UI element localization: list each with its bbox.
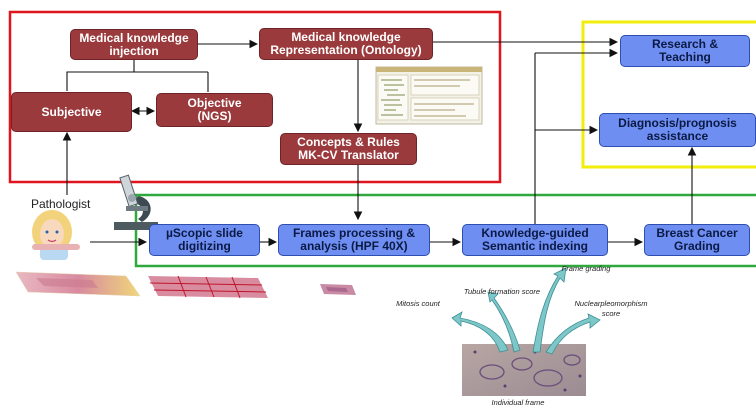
score-arrows (451, 267, 601, 355)
slide-thumbnail (15, 271, 141, 297)
ontology-screenshot (375, 66, 483, 125)
slide-digitizing-box: µScopic slide digitizing (149, 224, 260, 256)
individual-frame-label: Individual frame (491, 398, 545, 407)
diagnosis-prognosis-box: Diagnosis/prognosis assistance (599, 113, 756, 147)
mitosis-count-label: Mitosis count (396, 299, 440, 308)
connectors (62, 37, 697, 247)
medical-knowledge-representation-box: Medical knowledge Representation (Ontolo… (259, 28, 433, 60)
injection-branch (66, 60, 135, 91)
output-region (581, 20, 756, 169)
ontology-region (8, 10, 502, 184)
subjective-box: Subjective (11, 92, 132, 132)
breast-cancer-grading-box: Breast Cancer Grading (644, 224, 750, 256)
grading-arrow-icon (532, 267, 567, 353)
microscope-icon (114, 174, 158, 230)
objective-box: Objective (NGS) (156, 93, 273, 127)
pathologist-label: Pathologist (31, 197, 91, 211)
tubule-arrow-icon (487, 291, 521, 353)
frame-grading-label: Frame grading (561, 264, 611, 273)
frame-thumbnail (320, 284, 356, 295)
processing-region (134, 193, 756, 268)
nuclear-arrow-icon (545, 313, 601, 355)
pathologist-avatar (32, 210, 80, 260)
nuclear-pleomorphism-label: Nuclearpleomorphism score (574, 299, 648, 318)
histology-frame (462, 344, 586, 396)
medical-knowledge-injection-box: Medical knowledge injection (70, 29, 198, 60)
slide-grid-thumbnail (148, 275, 268, 299)
frames-processing-box: Frames processing & analysis (HPF 40X) (278, 224, 430, 256)
mitosis-arrow-icon (451, 311, 509, 353)
tubule-formation-label: Tubule formation score (463, 287, 541, 296)
research-teaching-box: Research & Teaching (620, 35, 750, 67)
concepts-rules-box: Concepts & Rules MK-CV Translator (280, 133, 417, 165)
semantic-indexing-box: Knowledge-guided Semantic indexing (462, 224, 608, 256)
